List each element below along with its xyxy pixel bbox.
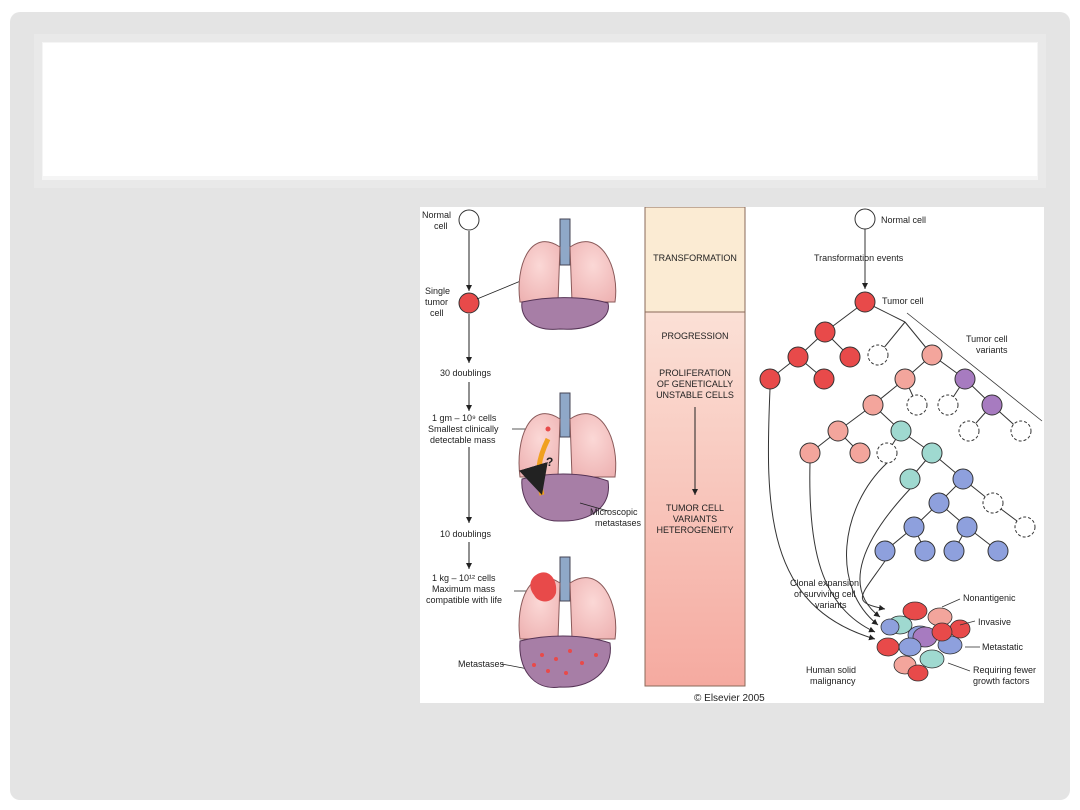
single-tumor-label-1: Single <box>425 286 450 296</box>
progression-label: PROGRESSION <box>661 331 728 341</box>
right-tree-labels: Normal cell Transformation events Tumor … <box>790 215 1036 686</box>
proliferation-label-1: PROLIFERATION <box>659 368 731 378</box>
single-tumor-label-2: tumor <box>425 297 448 307</box>
tumor-cell-node <box>854 291 876 313</box>
title-placeholder[interactable] <box>43 43 1037 176</box>
normal-cell-right-label: Normal cell <box>881 215 926 225</box>
legend-requiring-fewer-2: growth factors <box>973 676 1030 686</box>
clonal-expansion-label-2: of surviving cell <box>794 589 856 599</box>
organ-illustration-2: ? Microscopic metastases <box>518 392 642 528</box>
single-tumor-label-3: cell <box>430 308 444 318</box>
organ-illustration-3 <box>518 556 617 688</box>
variants-label-1: TUMOR CELL <box>666 503 724 513</box>
legend-nonantigenic: Nonantigenic <box>963 593 1016 603</box>
legend-invasive: Invasive <box>978 617 1011 627</box>
transformation-label: TRANSFORMATION <box>653 253 737 263</box>
right-tree <box>759 208 1043 682</box>
mass-1kg-label-3: compatible with life <box>426 595 502 605</box>
tumor-cell-variants-label-2: variants <box>976 345 1008 355</box>
mass-1kg-label-2: Maximum mass <box>432 584 496 594</box>
variants-label-2: VARIANTS <box>673 514 717 524</box>
tumor-cell-label: Tumor cell <box>882 296 924 306</box>
organ-illustration-1 <box>518 218 617 330</box>
mass-1gm-label-3: detectable mass <box>430 435 496 445</box>
mass-1gm-label-1: 1 gm – 10⁹ cells <box>432 413 497 423</box>
transformation-events-label: Transformation events <box>814 253 904 263</box>
human-solid-malignancy-label-2: malignancy <box>810 676 856 686</box>
single-tumor-cell-icon <box>458 292 480 314</box>
proliferation-label-3: UNSTABLE CELLS <box>656 390 734 400</box>
microscopic-metastases-label-2: metastases <box>595 518 642 528</box>
normal-cell-node <box>854 208 876 230</box>
normal-cell-label-1: Normal <box>422 210 451 220</box>
tumor-progression-figure: Normal cell Single tumor cell 30 doublin… <box>420 207 1044 703</box>
tumor-cell-variants-label-1: Tumor cell <box>966 334 1008 344</box>
human-solid-malignancy-label-1: Human solid <box>806 665 856 675</box>
normal-cell-icon <box>458 209 480 231</box>
legend-requiring-fewer-1: Requiring fewer <box>973 665 1036 675</box>
variants-label-3: HETEROGENEITY <box>656 525 733 535</box>
center-column: TRANSFORMATION PROGRESSION PROLIFERATION… <box>644 207 746 687</box>
doublings-10-label: 10 doublings <box>440 529 492 539</box>
question-mark: ? <box>546 455 553 469</box>
metastases-label: Metastases <box>458 659 505 669</box>
mass-1kg-label-1: 1 kg – 10¹² cells <box>432 573 496 583</box>
mass-1gm-label-2: Smallest clinically <box>428 424 499 434</box>
legend-metastatic: Metastatic <box>982 642 1024 652</box>
normal-cell-label-2: cell <box>434 221 448 231</box>
doublings-30-label: 30 doublings <box>440 368 492 378</box>
left-flow: Normal cell Single tumor cell 30 doublin… <box>422 209 548 670</box>
copyright-notice: © Elsevier 2005 <box>694 693 765 704</box>
microscopic-metastases-label-1: Microscopic <box>590 507 638 517</box>
proliferation-label-2: OF GENETICALLY <box>657 379 733 389</box>
clonal-expansion-label-3: variants <box>815 600 847 610</box>
malignancy-cluster <box>876 601 971 682</box>
clonal-expansion-label-1: Clonal expansion <box>790 578 859 588</box>
